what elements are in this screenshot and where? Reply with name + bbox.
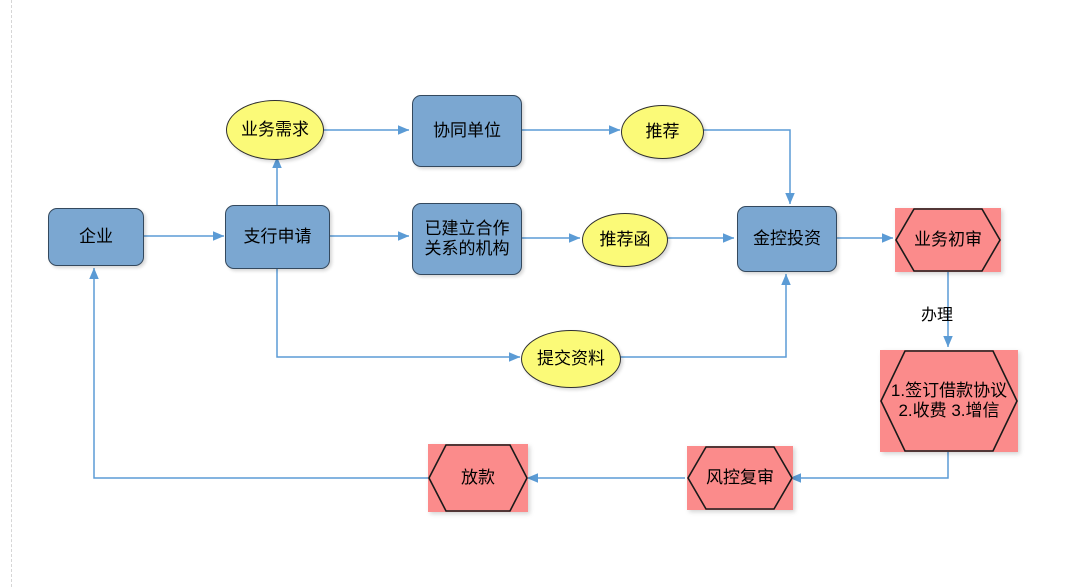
- node-xietong-danwei[interactable]: 协同单位: [412, 95, 522, 167]
- hexagon-outline: [895, 208, 1001, 272]
- edge-tijiao-to-jinkong: [618, 273, 791, 358]
- page-boundary-guide: [11, 0, 12, 587]
- node-tijiao-ziliao[interactable]: 提交资料: [521, 330, 621, 388]
- edge-zhihang-to-tijiao: [276, 268, 521, 362]
- node-label: 风控复审: [706, 468, 774, 488]
- edge-qianding-to-fengkong: [789, 452, 949, 483]
- node-jinkong-touzi[interactable]: 金控投资: [737, 206, 837, 272]
- node-fangkuan[interactable]: 放款: [428, 444, 528, 512]
- node-label: 放款: [461, 468, 495, 488]
- edge-tuijian-to-jinkong: [702, 129, 795, 205]
- edge-label-banli: 办理: [921, 307, 954, 324]
- node-qianding-jieKuan-xieyi[interactable]: 1.签订借款协议 2.收费 3.增信: [880, 350, 1018, 452]
- node-yewu-xuqiu[interactable]: 业务需求: [226, 100, 324, 160]
- node-fengkong-fushen[interactable]: 风控复审: [687, 446, 793, 510]
- hexagon-shape: [895, 208, 1001, 272]
- hexagon-shape: [687, 446, 793, 510]
- node-label: 业务初审: [914, 230, 982, 250]
- node-tuijian-han[interactable]: 推荐函: [582, 213, 668, 267]
- edge-fangkuan-to-qiye: [89, 267, 430, 479]
- hexagon-outline: [687, 446, 793, 510]
- node-yewu-chushen[interactable]: 业务初审: [895, 208, 1001, 272]
- hexagon-outline: [880, 350, 1018, 452]
- node-tuijian[interactable]: 推荐: [621, 105, 704, 159]
- node-qiye[interactable]: 企业: [48, 208, 144, 266]
- node-label: 1.签订借款协议 2.收费 3.增信: [890, 381, 1008, 420]
- node-zhihang-shenqing[interactable]: 支行申请: [225, 205, 330, 269]
- hexagon-shape: [880, 350, 1018, 452]
- hexagon-shape: [428, 444, 528, 512]
- node-hezuo-jigou[interactable]: 已建立合作 关系的机构: [412, 203, 522, 275]
